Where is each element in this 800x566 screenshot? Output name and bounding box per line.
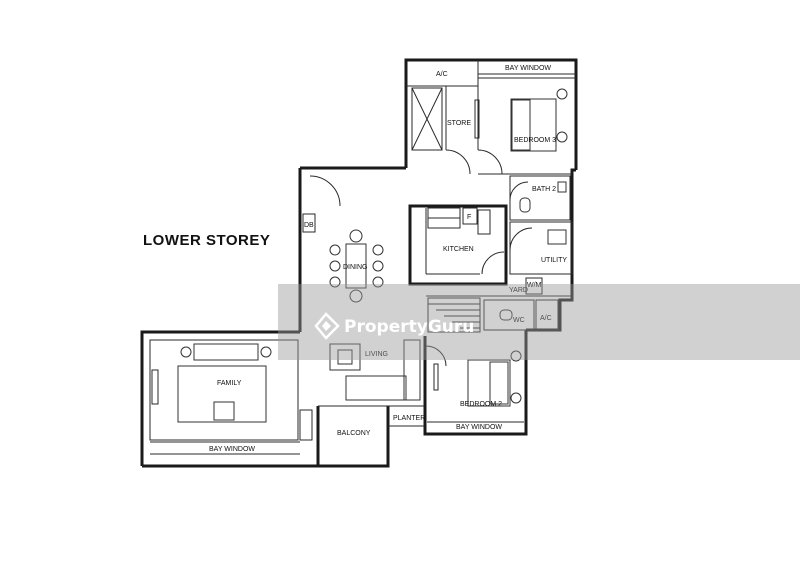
label-balcony: BALCONY bbox=[337, 430, 371, 437]
label-ac-top: A/C bbox=[436, 71, 448, 78]
watermark-text: PropertyGuru bbox=[344, 317, 474, 337]
label-store: STORE bbox=[447, 120, 471, 127]
watermark-logo-icon bbox=[314, 312, 340, 340]
label-utility: UTILITY bbox=[541, 257, 567, 264]
watermark-band bbox=[278, 284, 800, 360]
label-bay-window-bottom: BAY WINDOW bbox=[209, 446, 255, 453]
label-wc: WC bbox=[513, 317, 525, 324]
label-family: FAMILY bbox=[217, 380, 242, 387]
label-fridge: F bbox=[467, 214, 471, 221]
label-living: LIVING bbox=[365, 351, 388, 358]
label-bath-2: BATH 2 bbox=[532, 186, 556, 193]
room-labels: A/C BAY WINDOW STORE BEDROOM 3 BATH 2 DB… bbox=[209, 65, 567, 453]
label-dining: DINING bbox=[343, 264, 368, 271]
interior-walls bbox=[149, 60, 576, 455]
label-bay-window-top: BAY WINDOW bbox=[505, 65, 551, 72]
label-bay-window-bed2: BAY WINDOW bbox=[456, 424, 502, 431]
plan-title: LOWER STOREY bbox=[143, 232, 270, 249]
label-yard: YARD bbox=[509, 287, 528, 294]
watermark: PropertyGuru bbox=[278, 284, 800, 360]
label-bedroom-3: BEDROOM 3 bbox=[514, 137, 556, 144]
outer-walls bbox=[140, 58, 578, 468]
label-ac-mid: A/C bbox=[540, 315, 552, 322]
label-planter: PLANTER bbox=[393, 415, 425, 422]
label-wm: W/M bbox=[527, 282, 542, 289]
label-bedroom-2: BEDROOM 2 bbox=[460, 401, 502, 408]
label-kitchen: KITCHEN bbox=[443, 246, 474, 253]
label-db: DB bbox=[304, 222, 314, 229]
